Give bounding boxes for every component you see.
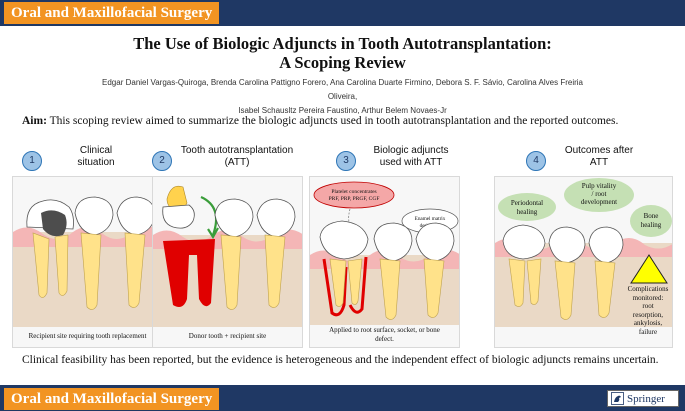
step-3-title: Biologic adjuncts used with ATT xyxy=(356,145,466,175)
bone-bubble xyxy=(630,205,672,237)
step-4-title-line-1: Outcomes after xyxy=(564,145,634,156)
panel-outcomes: Periodontal healing Pulp vitality / root… xyxy=(494,176,673,348)
step-2-title-line-1: Tooth autotransplantation xyxy=(180,145,294,156)
step-2-title-line-2: (ATT) xyxy=(224,157,250,168)
step-3-number: 3 xyxy=(336,151,356,171)
bone-label-2: healing xyxy=(641,221,662,229)
panel-1-caption: Recipient site requiring tooth replaceme… xyxy=(28,332,147,340)
complications-line-5: ankylosis, xyxy=(633,319,663,327)
panel-biologic-adjuncts: Platelet concentrates PRF, PRP, PRGF, CG… xyxy=(309,176,460,348)
enamel-label-1: Enamel matrix xyxy=(415,216,446,222)
step-4-number: 4 xyxy=(526,151,546,171)
bone-label-1: Bone xyxy=(644,212,659,220)
transplant-arrow-icon xyxy=(200,195,218,236)
complications-line-1: Complications xyxy=(627,285,669,293)
platelet-label-2: PRF, PRP, PRGF, CGF xyxy=(329,196,380,202)
step-1-title: Clinical situation xyxy=(46,145,146,175)
panel-autotransplantation: Donor tooth + recipient site xyxy=(152,176,303,348)
periodontal-bubble xyxy=(498,193,556,221)
conclusion-text: Clinical feasibility has been reported, … xyxy=(22,354,659,366)
pulp-label-3: development xyxy=(581,198,617,206)
complications-line-2: monitored: xyxy=(632,293,664,302)
donor-tooth-icon xyxy=(162,185,195,229)
recipient-socket xyxy=(163,239,215,307)
header-band: Oral and Maxillofacial Surgery xyxy=(0,0,685,26)
neighbor-tooth-1 xyxy=(74,196,114,310)
title-line-1: The Use of Biologic Adjuncts in Tooth Au… xyxy=(133,34,552,53)
author-list: Edgar Daniel Vargas-Quiroga, Brenda Caro… xyxy=(100,76,585,118)
footer-band: Oral and Maxillofacial Surgery xyxy=(0,385,685,411)
panel-clinical-situation: Recipient site requiring tooth replaceme… xyxy=(12,176,163,348)
step-1-title-line-2: situation xyxy=(77,157,115,168)
pulp-bubble xyxy=(564,178,634,212)
publisher-logo: Springer xyxy=(607,390,679,407)
pulp-label-2: / root xyxy=(592,190,607,198)
panel-2-caption: Donor tooth + recipient site xyxy=(188,332,267,340)
springer-horse-icon xyxy=(611,392,624,405)
panel-1-illustration xyxy=(13,177,162,347)
complications-line-4: resorption, xyxy=(632,310,664,319)
aim-label: Aim: xyxy=(22,115,47,127)
step-3-title-line-1: Biologic adjuncts xyxy=(373,145,449,156)
periodontal-label-2: healing xyxy=(517,208,538,216)
page-title: The Use of Biologic Adjuncts in Tooth Au… xyxy=(60,34,625,72)
periodontal-label-1: Periodontal xyxy=(511,199,543,207)
decayed-tooth xyxy=(26,199,74,298)
journal-name-bottom: Oral and Maxillofacial Surgery xyxy=(4,388,220,410)
step-1-number: 1 xyxy=(22,151,42,171)
complications-line-3: root xyxy=(642,302,654,310)
platelet-label-1: Platelet concentrates xyxy=(331,189,376,195)
publisher-name: Springer xyxy=(627,393,665,405)
aim-text: This scoping review aimed to summarize t… xyxy=(46,115,619,127)
neighbor-tooth-2 xyxy=(116,196,156,308)
warning-icon xyxy=(630,254,668,284)
panel-3-caption-line-1: Applied to root surface, socket, or bone xyxy=(329,326,440,334)
pulp-label-1: Pulp vitality xyxy=(582,182,617,190)
title-line-2: A Scoping Review xyxy=(279,53,406,72)
panel-4-illustration: Periodontal healing Pulp vitality / root… xyxy=(495,177,672,347)
complications-line-6: failure xyxy=(638,327,658,336)
authors-line-1: Edgar Daniel Vargas-Quiroga, Brenda Caro… xyxy=(102,78,583,101)
authors-line-2: Isabel Schausltz Pereira Faustino, Arthu… xyxy=(238,106,447,115)
panel-2-illustration xyxy=(153,177,302,347)
panel-3-illustration: Platelet concentrates PRF, PRP, PRGF, CG… xyxy=(310,177,459,347)
journal-name-top: Oral and Maxillofacial Surgery xyxy=(4,2,220,24)
step-4-title-line-2: ATT xyxy=(589,157,609,168)
step-1-title-line-1: Clinical xyxy=(79,145,113,156)
panel-3-caption-line-2: defect. xyxy=(375,335,394,343)
panel-3-caption: Applied to root surface, socket, or bone… xyxy=(312,326,457,344)
step-4-title: Outcomes after ATT xyxy=(544,145,654,175)
platelet-bubble xyxy=(313,181,395,209)
aim-statement: Aim: This scoping review aimed to summar… xyxy=(22,115,672,127)
step-3-title-line-2: used with ATT xyxy=(379,157,443,168)
step-2-title: Tooth autotransplantation (ATT) xyxy=(172,145,302,175)
step-2-number: 2 xyxy=(152,151,172,171)
complications-note: Complications monitored: root resorption… xyxy=(623,285,672,336)
